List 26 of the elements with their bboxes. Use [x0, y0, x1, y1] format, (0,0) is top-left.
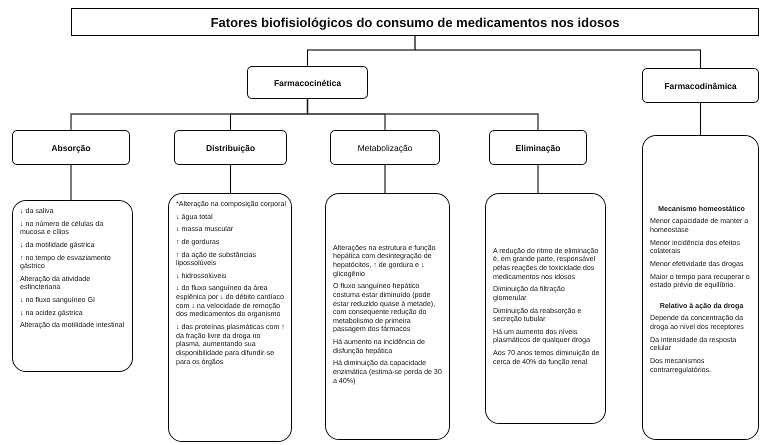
category-label: Metabolização — [358, 142, 412, 152]
connector-line — [230, 165, 232, 193]
connector-line — [414, 36, 702, 68]
detail-box — [642, 135, 759, 440]
category-label: Farmacocinética — [274, 78, 342, 88]
connector-line — [537, 165, 539, 193]
category-label: Farmacodinâmica — [664, 80, 737, 90]
connector-line — [70, 165, 72, 200]
detail-box — [12, 200, 133, 372]
detail-box — [485, 193, 606, 424]
category-box — [642, 68, 759, 103]
category-label: Absorção — [51, 142, 91, 152]
connector-line — [384, 165, 386, 193]
detail-box — [325, 193, 450, 440]
category-box — [330, 130, 440, 165]
category-label: Eliminação — [516, 142, 560, 152]
category-box — [174, 130, 287, 165]
category-box — [12, 130, 130, 165]
category-label: Distribuição — [206, 142, 256, 152]
category-box — [489, 130, 587, 165]
title-text: Fatores biofisiológicos do consumo de medicamentos nos idosos — [210, 14, 620, 30]
connector-line — [306, 99, 539, 130]
title-box — [71, 8, 759, 36]
detail-box — [168, 193, 292, 442]
connector-line — [700, 103, 702, 135]
category-box — [247, 66, 368, 99]
